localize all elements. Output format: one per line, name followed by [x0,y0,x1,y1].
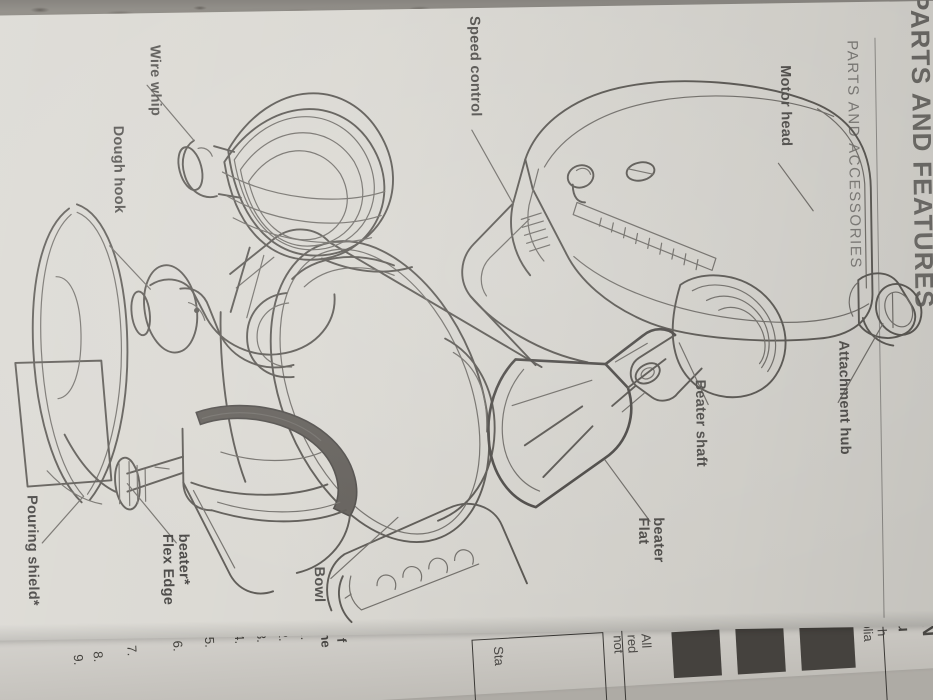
mixer-column-and-base [219,228,543,624]
warning-triangle-icon-1 [671,629,722,679]
warning-line-3: not [610,634,627,654]
base-vent-slots [376,549,474,590]
motor-head-vents [520,212,551,252]
callout-attachment-hub: Attachment hub [835,340,854,455]
attachment-hub-group [848,272,923,347]
facing-list-number-6: 6. [170,640,186,652]
leader-speed-control [471,129,514,205]
leader-dough-hook [109,245,151,290]
leader-pouring-shield [41,495,85,544]
speed-control-markings [598,217,699,271]
callout-speed-control: Speed control [466,15,484,117]
leader-flat-beater [604,459,651,522]
leader-attachment-hub [837,323,884,404]
flex-edge-beater-group [114,404,358,595]
warning-line-1: All [638,633,655,649]
leader-flex-edge-beater [126,482,177,544]
callout-wire-whip: Wire whip [146,44,164,117]
leader-beater-shaft [678,342,709,406]
callout-flex-edge-beater-line-2: beater* [175,533,192,586]
callout-dough-hook: Dough hook [109,125,128,214]
motor-head-group [510,80,874,342]
leader-wire-whip [146,84,195,142]
beater-shaft-group [611,274,787,413]
callout-flex-edge-beater-line-1: Flex Edge [159,533,177,606]
callout-leader-lines [41,84,884,580]
facing-list-number-7: 7. [124,644,140,657]
leader-bowl [330,516,399,580]
hub-screw [625,161,656,182]
flex-edge-beater-shank [114,455,185,511]
callout-motor-head: Motor head [776,65,795,147]
pouring-shield-group [14,203,129,505]
callout-flat-beater-line-1: Flat [634,517,652,545]
callout-flat-beater-line-2: beater [649,517,667,563]
speed-control-lever [566,164,595,204]
stand-mixer-illustration [14,80,923,624]
callout-pouring-shield: Pouring shield* [23,494,42,607]
callout-bowl: Bowl [310,566,328,603]
dough-hook-group [130,264,336,369]
facing-list-number-8: 8. [90,650,107,663]
motor-head-arm [461,202,589,367]
leader-motor-head [777,162,814,212]
manual-page: PARTS AND FEATURES PARTS AND ACCESSORIES [0,0,933,641]
wire-whip-group [177,92,413,319]
warning-triangle-icon-2 [735,625,786,675]
warning-line-2: red [624,634,641,654]
second-box-line-1: Sta [490,645,508,667]
flat-beater-group [487,327,677,509]
facing-list-number-9: 9. [70,653,87,666]
callout-beater-shaft: Beater shaft [691,379,710,468]
facing-list-number-5: 5. [201,636,218,649]
